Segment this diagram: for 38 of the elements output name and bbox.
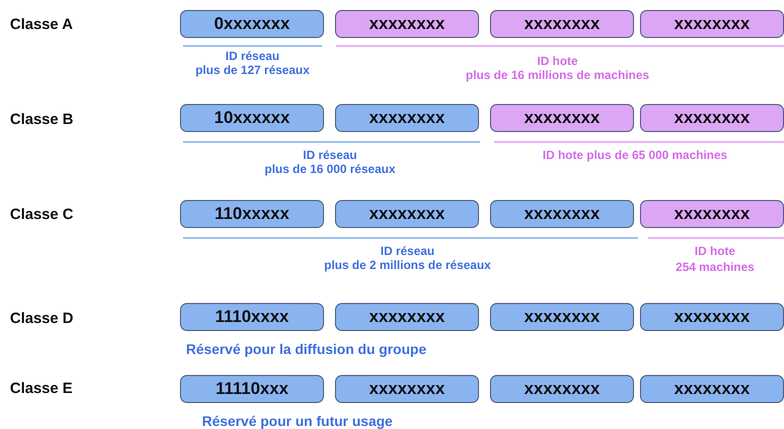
octet-box: xxxxxxxx (490, 200, 634, 228)
field-description: ID réseau (379, 244, 436, 258)
octet-box: 1110xxxx (180, 303, 324, 331)
octet-box: xxxxxxxx (335, 104, 479, 132)
octet-box: xxxxxxxx (335, 303, 479, 331)
class-name: Classe C (10, 206, 74, 223)
octet-box: xxxxxxxx (640, 303, 784, 331)
octet-box: 11110xxx (180, 375, 324, 403)
field-description: 254 machines (674, 260, 756, 274)
octet-box: xxxxxxxx (490, 104, 634, 132)
octet-box: xxxxxxxx (335, 375, 479, 403)
field-description: plus de 2 millions de réseaux (323, 258, 492, 272)
octet-box: xxxxxxxx (490, 375, 634, 403)
class-name: Classe D (10, 310, 74, 327)
note-text: Réservé pour un futur usage (202, 414, 393, 428)
octet-box: xxxxxxxx (640, 200, 784, 228)
field-description: ID réseau (302, 148, 358, 162)
octet-box: 110xxxxx (180, 200, 324, 228)
octet-box: xxxxxxxx (640, 375, 784, 403)
field-description: ID hote (694, 244, 736, 258)
field-description: plus de 127 réseaux (194, 63, 311, 77)
class-name: Classe B (10, 111, 74, 128)
octet-box: xxxxxxxx (490, 303, 634, 331)
field-description: plus de 16 000 réseaux (264, 162, 396, 176)
octet-box: xxxxxxxx (490, 10, 634, 38)
field-description: ID réseau (224, 49, 281, 63)
octet-box: 10xxxxxx (180, 104, 324, 132)
octet-box: xxxxxxxx (335, 200, 479, 228)
field-description: ID hote (536, 54, 579, 68)
octet-box: xxxxxxxx (640, 104, 784, 132)
note-text: Réservé pour la diffusion du groupe (186, 342, 426, 356)
octet-box: 0xxxxxxx (180, 10, 324, 38)
field-description: ID hote plus de 65 000 machines (542, 148, 728, 162)
class-name: Classe A (10, 16, 73, 33)
field-description: plus de 16 millions de machines (464, 68, 650, 82)
octet-box: xxxxxxxx (640, 10, 784, 38)
octet-box: xxxxxxxx (335, 10, 479, 38)
class-name: Classe E (10, 380, 73, 397)
